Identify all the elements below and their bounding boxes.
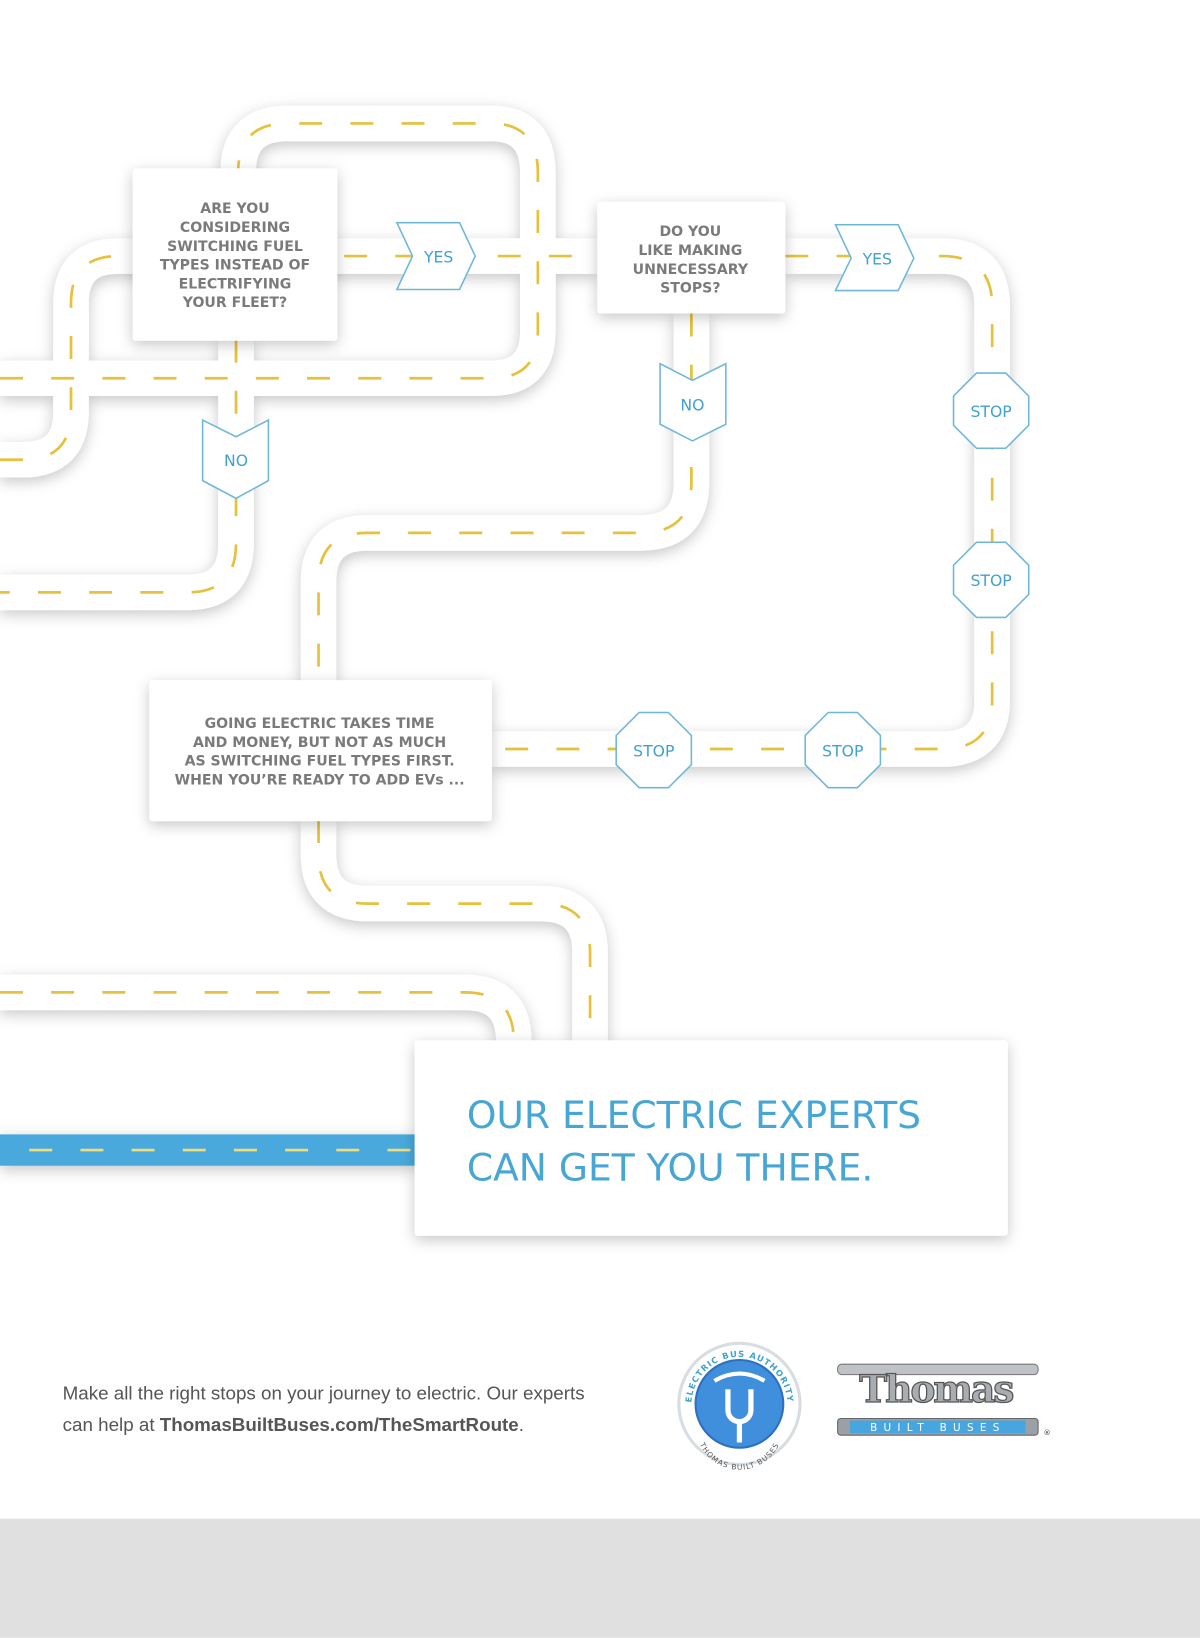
- roads: [0, 105, 1010, 1166]
- question-box-fuel: ARE YOU CONSIDERING SWITCHING FUEL TYPES…: [132, 168, 338, 341]
- footer-line-2: can help at ThomasBuiltBuses.com/TheSmar…: [63, 1414, 524, 1435]
- info-line: GOING ELECTRIC TAKES TIME: [205, 716, 435, 732]
- road-to-experts: [300, 820, 608, 1045]
- stop-label: STOP: [822, 741, 863, 760]
- no-sign-1: NO: [201, 418, 270, 500]
- question-line: STOPS?: [660, 281, 720, 297]
- no-label: NO: [224, 451, 248, 470]
- svg-text:Thomas: Thomas: [859, 1367, 1013, 1411]
- footer-line-1: Make all the right stops on your journey…: [63, 1383, 585, 1404]
- svg-text:BUILT BUSES: BUILT BUSES: [870, 1422, 1006, 1434]
- info-line: AS SWITCHING FUEL TYPES FIRST.: [185, 754, 455, 770]
- yes-label: YES: [423, 247, 453, 266]
- yes-sign-2: YES: [834, 223, 915, 292]
- question-line: ARE YOU: [200, 201, 269, 217]
- headline-line-2: CAN GET YOU THERE.: [467, 1145, 873, 1189]
- no-label: NO: [680, 396, 704, 415]
- question-line: TYPES INSTEAD OF: [160, 258, 310, 274]
- question-line: YOUR FLEET?: [182, 295, 287, 311]
- headline-line-1: OUR ELECTRIC EXPERTS: [467, 1093, 921, 1137]
- question-line: LIKE MAKING: [638, 243, 742, 259]
- electric-bus-authority-logo: ELECTRIC BUS AUTHORITY THOMAS BUILT BUSE…: [677, 1341, 802, 1472]
- stop-label: STOP: [970, 402, 1011, 421]
- info-line: AND MONEY, BUT NOT AS MUCH: [193, 735, 446, 751]
- road-stops-loop: [490, 238, 1010, 767]
- question-line: SWITCHING FUEL: [167, 239, 303, 255]
- svg-text:®: ®: [1043, 1428, 1050, 1437]
- question-line: DO YOU: [660, 224, 722, 240]
- info-line: WHEN YOU’RE READY TO ADD EVs ...: [175, 773, 465, 789]
- question-line: ELECTRIFYING: [179, 276, 292, 292]
- stop-sign-3: STOP: [615, 711, 693, 789]
- stop-label: STOP: [970, 571, 1011, 590]
- road-left-lower: [0, 974, 532, 1060]
- no-sign-2: NO: [659, 362, 727, 442]
- yes-label: YES: [862, 249, 892, 268]
- stop-sign-2: STOP: [952, 541, 1030, 619]
- bottom-band: [0, 1518, 1200, 1638]
- thomas-built-buses-logo: Thomas BUILT BUSES ®: [837, 1363, 1051, 1437]
- stop-sign-1: STOP: [952, 372, 1030, 450]
- info-box-going-electric: GOING ELECTRIC TAKES TIME AND MONEY, BUT…: [149, 680, 492, 822]
- stop-sign-4: STOP: [804, 711, 882, 789]
- footer-link[interactable]: ThomasBuiltBuses.com/TheSmartRoute: [160, 1414, 519, 1435]
- question-line: CONSIDERING: [180, 220, 290, 236]
- headline-box: OUR ELECTRIC EXPERTS CAN GET YOU THERE.: [414, 1040, 1008, 1236]
- question-box-stops: DO YOU LIKE MAKING UNNECESSARY STOPS?: [597, 201, 786, 314]
- yes-sign-1: YES: [395, 221, 477, 291]
- question-line: UNNECESSARY: [633, 262, 749, 278]
- stop-label: STOP: [633, 741, 674, 760]
